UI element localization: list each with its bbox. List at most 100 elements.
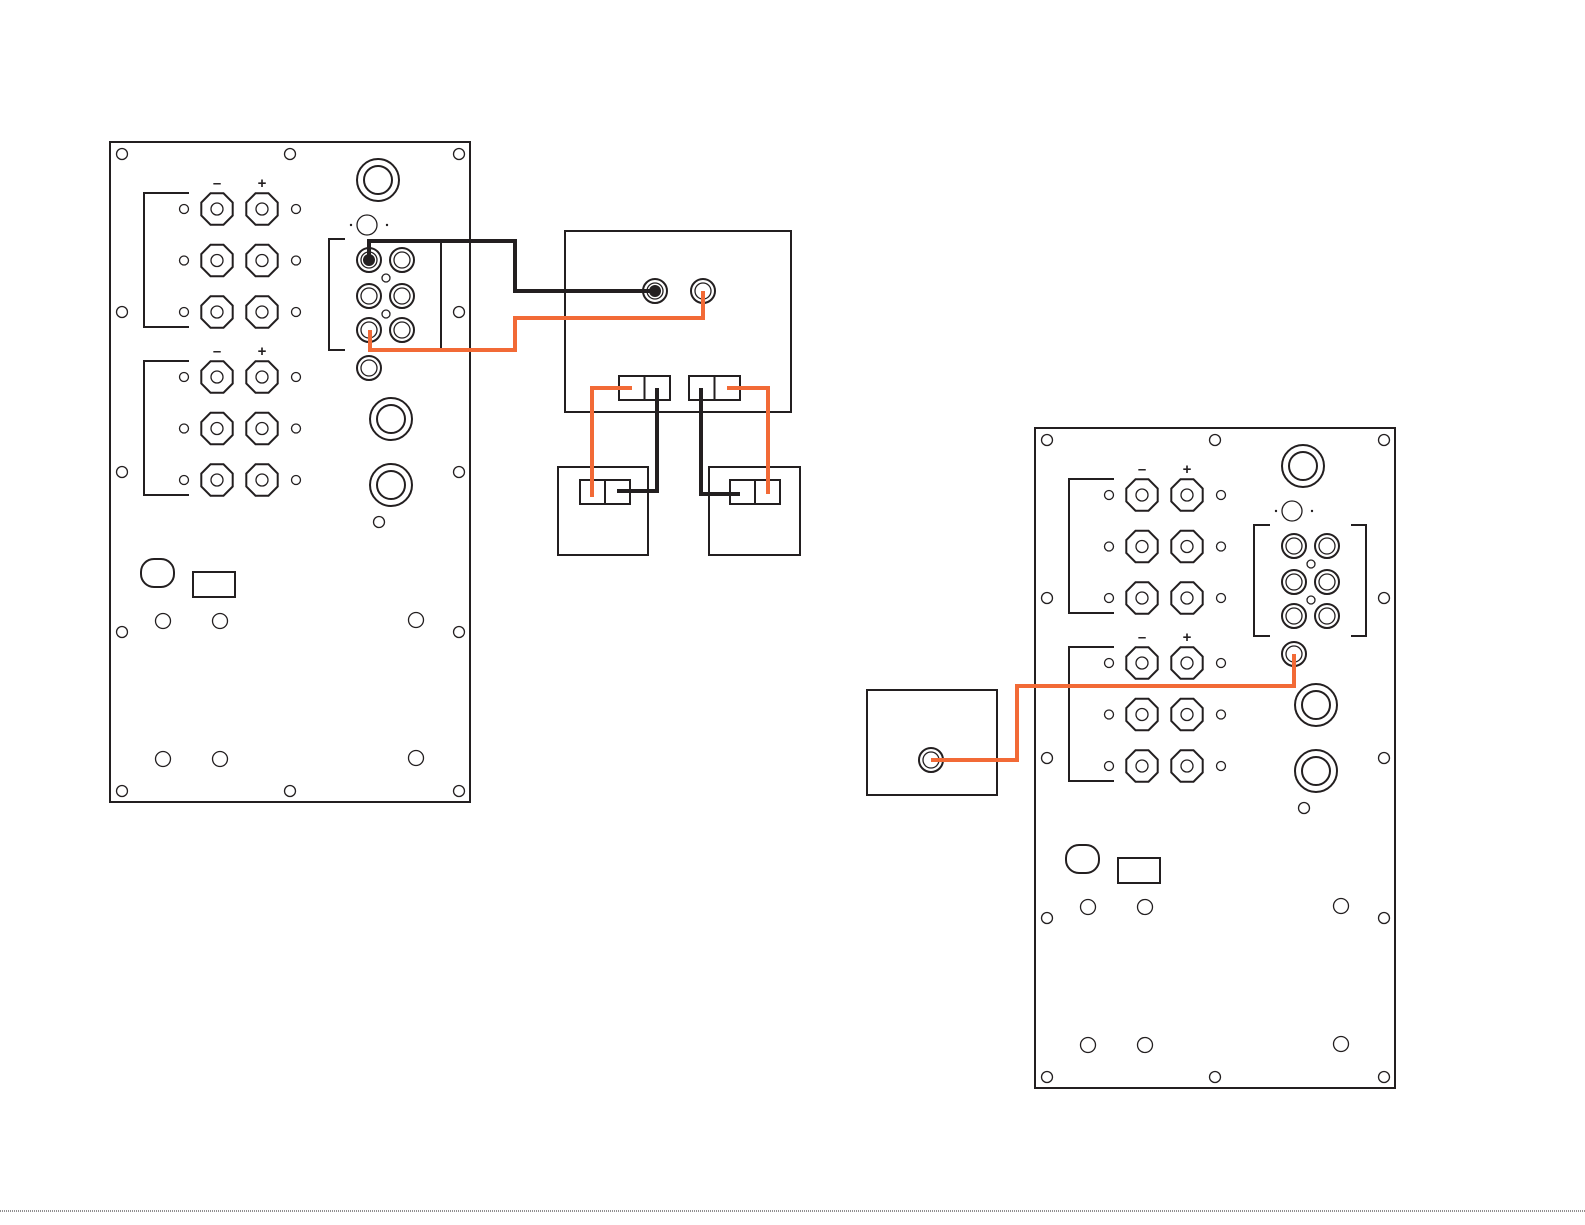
indicator-hole [292, 308, 301, 317]
mounting-hole [213, 752, 228, 767]
panel-screw [1379, 435, 1390, 446]
binding-post-group-1: –+ [1069, 461, 1226, 614]
binding-post-center [1136, 760, 1148, 772]
indicator-hole [180, 424, 189, 433]
indicator-hole [1105, 491, 1114, 500]
indicator-hole [1217, 659, 1226, 668]
binding-post-center [1136, 592, 1148, 604]
rca-bracket [1254, 525, 1270, 636]
binding-post-group-2: –+ [1069, 629, 1226, 782]
indicator-hole [1217, 710, 1226, 719]
orange-speaker-wire-right [727, 388, 768, 494]
indicator-hole [1217, 491, 1226, 500]
binding-post-negative [201, 296, 232, 327]
binding-post-negative [1126, 531, 1157, 562]
panel-screw [1042, 753, 1053, 764]
jack-inner-ring [1302, 691, 1330, 719]
panel-screw [454, 627, 465, 638]
rca-input-right-3 [1315, 604, 1339, 628]
positive-terminal-label: + [1183, 461, 1192, 478]
rca-jack-inner [394, 252, 410, 268]
positive-terminal-label: + [258, 175, 267, 192]
output-jack-2 [370, 464, 412, 506]
lower-section [141, 559, 424, 767]
rca-jack-inner [1286, 538, 1302, 554]
mounting-hole [156, 752, 171, 767]
rca-jack-inner [361, 360, 377, 376]
indicator-hole [180, 256, 189, 265]
panel-screw [1210, 435, 1221, 446]
panel-screw [1042, 435, 1053, 446]
panel-screw [1379, 913, 1390, 924]
panel-screw [1042, 593, 1053, 604]
rca-jack-inner [1319, 538, 1335, 554]
mounting-hole [1334, 1037, 1349, 1052]
rca-input-left-2 [1282, 570, 1306, 594]
label-plate [193, 572, 235, 597]
binding-post-center [256, 371, 268, 383]
binding-post-center [1181, 592, 1193, 604]
device-outline [867, 690, 997, 795]
rca-jack-inner [394, 322, 410, 338]
rca-jack-inner [1319, 574, 1335, 590]
indicator-hole [1105, 762, 1114, 771]
panel-screw [1379, 593, 1390, 604]
binding-post-center [256, 474, 268, 486]
panel-screw [117, 786, 128, 797]
indicator-hole [1105, 710, 1114, 719]
indicator-hole [180, 205, 189, 214]
indicator-hole [1217, 762, 1226, 771]
binding-post-center [211, 371, 223, 383]
jack-inner-ring [1302, 757, 1330, 785]
indicator-hole [292, 256, 301, 265]
output-jack-1 [1295, 684, 1337, 726]
rca-input-right-1 [1315, 534, 1339, 558]
output-jack-2 [1295, 750, 1337, 792]
positive-terminal-label: + [258, 343, 267, 360]
black-speaker-wire-right [701, 388, 740, 494]
binding-post-center [1181, 489, 1193, 501]
knob-tick [1311, 510, 1313, 512]
rca-input-left-2 [357, 284, 381, 308]
binding-post-negative [201, 193, 232, 224]
binding-post-positive [1171, 582, 1202, 613]
binding-post-negative [201, 464, 232, 495]
small-box-left [558, 467, 648, 555]
binding-post-positive [246, 245, 277, 276]
orange-coax-wire [931, 654, 1294, 760]
panel-screw [117, 467, 128, 478]
mounting-hole [1334, 899, 1349, 914]
jack-inner-ring [377, 471, 405, 499]
level-knob [1282, 501, 1302, 521]
binding-post-positive [246, 413, 277, 444]
panel-screw [117, 627, 128, 638]
indicator-hole [382, 274, 390, 282]
binding-post-center [1181, 657, 1193, 669]
binding-post-center [1181, 760, 1193, 772]
input-section [1254, 445, 1366, 814]
binding-post-negative [1126, 699, 1157, 730]
right-panel: –+–+ [1035, 428, 1395, 1088]
input-section [329, 159, 441, 528]
mounting-hole [1081, 1038, 1096, 1053]
binding-post-positive [246, 361, 277, 392]
binding-post-center [256, 306, 268, 318]
indicator-hole [292, 476, 301, 485]
mounting-hole [213, 614, 228, 629]
indicator-hole [180, 373, 189, 382]
panel-screw [1379, 1072, 1390, 1083]
binding-post-positive [1171, 647, 1202, 678]
panel-screw [454, 307, 465, 318]
mounting-hole [409, 613, 424, 628]
output-jack-1 [370, 398, 412, 440]
lower-section [1066, 845, 1349, 1053]
binding-post-center [211, 255, 223, 267]
binding-post-negative [1126, 750, 1157, 781]
power-jack [1282, 445, 1324, 487]
binding-post-center [211, 423, 223, 435]
devices [558, 231, 997, 795]
power-jack [357, 159, 399, 201]
rca-jack-inner [1319, 608, 1335, 624]
indicator-hole [292, 205, 301, 214]
